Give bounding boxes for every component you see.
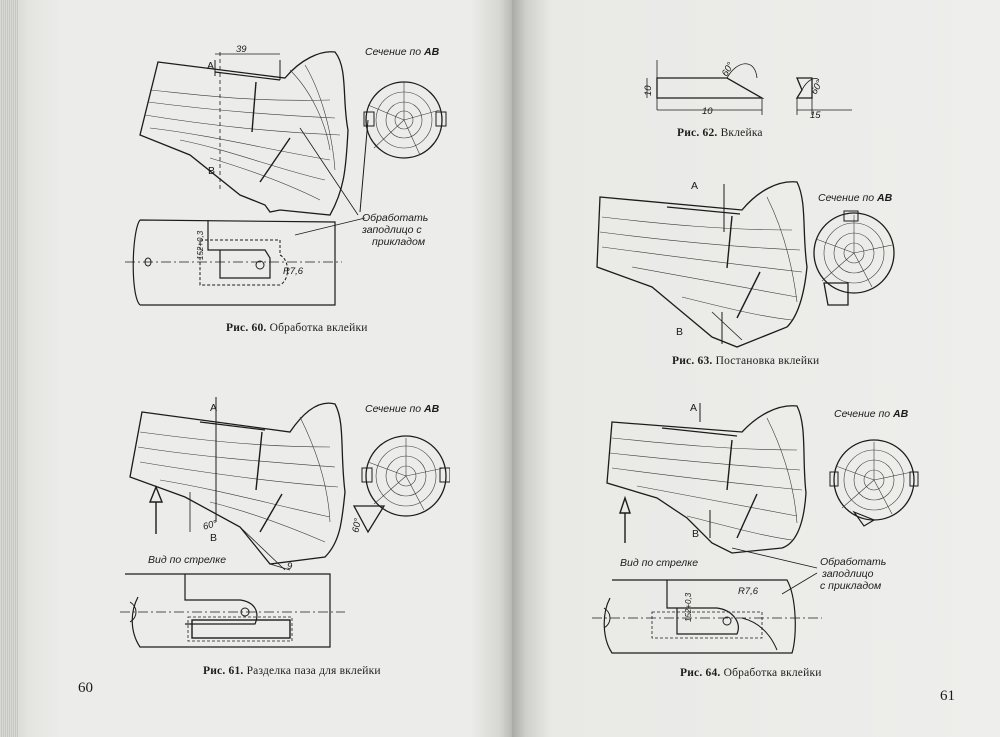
fig63-label-b: В (676, 326, 684, 338)
fig60-label-a: А (207, 60, 215, 72)
fig60-note: Обработать заподлицо с прикладом (362, 212, 428, 248)
fig63-section-letters: АВ (877, 192, 893, 204)
fig63-label-a: А (691, 180, 699, 192)
fig63-caption-prefix: Рис. 63. (672, 355, 713, 367)
fig64-caption: Рис. 64. Обработка вклейки (680, 667, 822, 679)
fig61-stock-drawing (120, 392, 360, 652)
fig62-dim-height: 10 (643, 85, 654, 96)
fig60-cross-section (360, 70, 450, 170)
fig64-note-line-3: с прикладом (820, 580, 882, 592)
fig64-label-b: В (692, 528, 700, 540)
fig60-section-letters: АВ (424, 46, 440, 58)
fig61-caption-text: Разделка паза для вклейки (246, 665, 381, 677)
fig61-label-a: А (210, 402, 218, 414)
fig61-cross-section (350, 428, 450, 538)
page-number-right: 61 (940, 688, 955, 704)
page-edges (0, 0, 18, 737)
fig64-section-title: Сечение по АВ (834, 408, 908, 420)
fig60-dim-width: 39 (236, 44, 247, 55)
fig64-section-word: Сечение по (834, 408, 891, 420)
fig64-arrow-view: Вид по стрелке (620, 557, 699, 569)
fig61-caption: Рис. 61. Разделка паза для вклейки (203, 665, 381, 677)
fig64-label-a: А (690, 402, 698, 414)
fig60-section-word: Сечение по (365, 46, 422, 58)
fig62-insert-drawing (637, 50, 867, 130)
fig61-dim-9: 9 (287, 561, 293, 572)
fig64-dim-vertical: 152+0,3 (684, 592, 693, 622)
fig62-caption-prefix: Рис. 62. (677, 127, 718, 139)
fig64-stock-drawing (592, 398, 822, 668)
fig62-caption-text: Вклейка (720, 127, 763, 139)
fig60-label-b: В (208, 165, 216, 177)
fig62-dim-depth: 15 (810, 110, 821, 121)
fig61-arrow-view: Вид по стрелке (148, 554, 227, 566)
fig60-caption-prefix: Рис. 60. (226, 322, 267, 334)
fig64-note-line-1: Обработать (820, 556, 887, 568)
fig64-caption-text: Обработка вклейки (723, 667, 822, 679)
fig64-note-line-2: заподлицо (822, 568, 874, 580)
fig64-cross-section (824, 430, 924, 535)
fig63-caption-text: Постановка вклейки (715, 355, 820, 367)
fig64-section-letters: АВ (893, 408, 909, 420)
right-page: 10 10 60° 60° 15 Рис. 62. Вклейка А В Се… (512, 0, 1000, 737)
fig60-dim-radius: R7,6 (283, 266, 304, 277)
fig63-section-word: Сечение по (818, 192, 875, 204)
fig61-label-b: В (210, 532, 218, 544)
fig60-stock-drawing (120, 40, 380, 320)
page-number-left: 60 (78, 680, 93, 696)
fig61-section-letters: АВ (424, 403, 440, 415)
fig64-note: Обработать заподлицо с прикладом (820, 556, 886, 592)
fig63-stock-drawing (592, 172, 822, 352)
fig60-caption-text: Обработка вклейки (269, 322, 368, 334)
fig61-caption-prefix: Рис. 61. (203, 665, 244, 677)
left-page: 39 А В Сечение по АВ Обработать заподлиц… (0, 0, 512, 737)
fig64-dim-radius: R7,6 (738, 586, 759, 597)
fig60-dim-vertical: 152+0,3 (196, 230, 205, 260)
fig60-note-line-1: Обработать (362, 212, 429, 224)
fig64-caption-prefix: Рис. 64. (680, 667, 721, 679)
fig60-note-line-3: прикладом (372, 236, 426, 248)
fig61-section-title: Сечение по АВ (365, 403, 439, 415)
fig62-caption: Рис. 62. Вклейка (677, 127, 763, 139)
fig63-section-title: Сечение по АВ (818, 192, 892, 204)
fig60-section-title: Сечение по АВ (365, 46, 439, 58)
fig63-cross-section (808, 205, 908, 315)
fig62-dim-length: 10 (702, 106, 713, 117)
fig61-section-word: Сечение по (365, 403, 422, 415)
fig60-note-line-2: заподлицо с (362, 224, 422, 236)
fig63-caption: Рис. 63. Постановка вклейки (672, 355, 819, 367)
fig60-caption: Рис. 60. Обработка вклейки (226, 322, 368, 334)
